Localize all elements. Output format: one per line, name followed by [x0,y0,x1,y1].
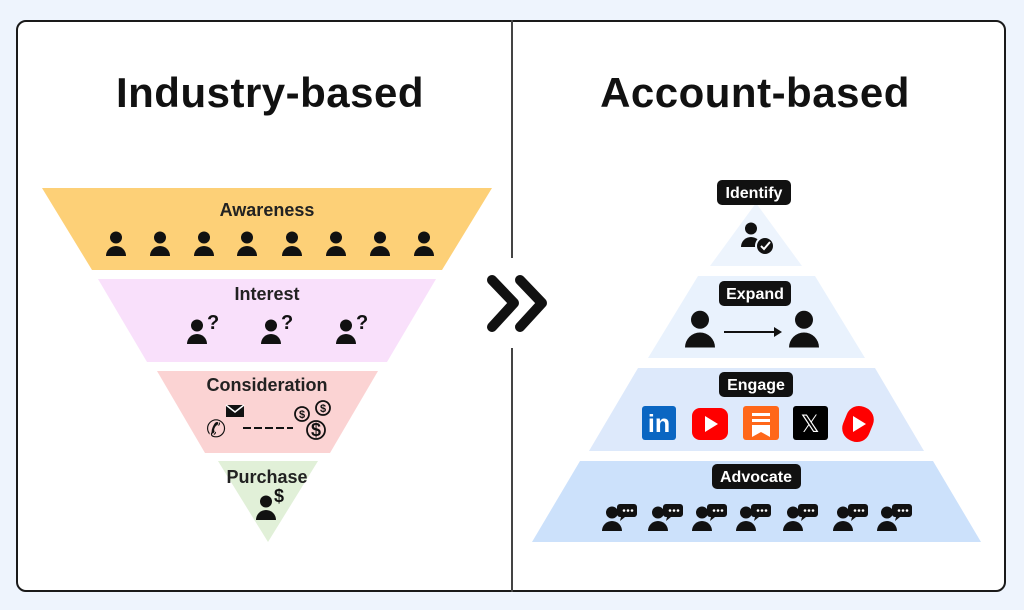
advocate-tag [712,464,801,489]
svg-text:$: $ [311,420,321,440]
industry-based-title: Industry-based [115,69,425,116]
expand-tag [719,281,791,306]
youtube-shorts-icon [842,405,874,443]
identify-label: Identify [726,185,783,202]
mail-icon [225,404,245,417]
expand-label: Expand [726,286,784,303]
svg-text:?: ? [281,312,293,334]
sales-funnel: Awareness Interest Consideration Purchas… [42,188,492,542]
svg-text:$: $ [274,486,284,506]
identify-band [710,203,802,266]
svg-text:?: ? [207,312,219,334]
consideration-band [157,371,378,453]
phone-icon: ✆ [206,416,226,443]
engage-tag [719,372,793,397]
substack-icon [743,406,779,440]
dollar-coins-icon [294,400,331,440]
purchase-buyer-icon: $ [256,486,284,520]
expand-arrow-icon [685,310,819,348]
account-pyramid: Identify Expand Engage Advocate in [532,180,981,542]
account-based-title: Account-based [600,69,910,116]
awareness-label: Awareness [220,200,315,220]
svg-text:?: ? [356,312,368,334]
advocate-label: Advocate [720,469,792,486]
consideration-contact-icon: ✆ $ $ $ [206,400,331,443]
verified-person-icon [741,222,775,256]
consideration-label: Consideration [206,375,327,395]
double-chevron-icon [487,275,547,332]
engage-label: Engage [727,377,785,394]
interest-question-icons: ? ? ? [187,312,368,344]
purchase-label: Purchase [226,467,307,487]
interest-label: Interest [234,284,299,304]
linkedin-icon: in [642,406,676,440]
svg-text:𝕏: 𝕏 [800,410,819,438]
svg-text:$: $ [299,409,305,421]
x-icon: 𝕏 [793,406,828,440]
svg-text:$: $ [320,403,326,415]
svg-text:in: in [648,410,670,438]
identify-tag [717,180,791,205]
youtube-icon [692,408,728,440]
engage-channel-icons: in 𝕏 [642,405,874,443]
advocate-band [532,461,981,542]
